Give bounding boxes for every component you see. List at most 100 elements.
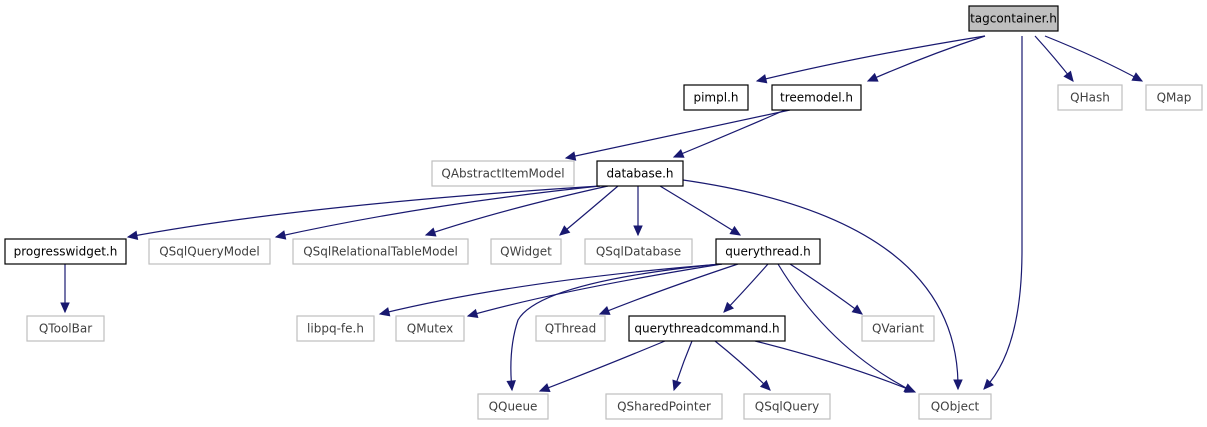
edge-line xyxy=(467,263,723,317)
arrowhead-icon xyxy=(983,378,994,390)
node-label: tagcontainer.h xyxy=(970,12,1057,26)
node-label: QSqlQuery xyxy=(755,400,819,414)
arrowhead-icon xyxy=(866,72,879,82)
nodes-layer: tagcontainer.h pimpl.h treemodel.h QHash QMa… xyxy=(4,5,1203,420)
node-label: QMap xyxy=(1157,91,1192,105)
node-box xyxy=(535,315,606,342)
edge-line xyxy=(756,35,986,82)
node-label: QToolBar xyxy=(39,322,92,336)
node-label: libpq-fe.h xyxy=(307,322,364,336)
node-box xyxy=(4,238,127,265)
edge-querythreadcommand-to-qobject xyxy=(754,340,917,393)
node-database[interactable]: database.h xyxy=(596,160,684,187)
node-querythread[interactable]: querythread.h xyxy=(715,238,821,265)
arrowhead-icon xyxy=(126,230,139,240)
node-tagcontainer[interactable]: tagcontainer.h xyxy=(968,5,1059,32)
arrowhead-icon xyxy=(1131,72,1144,82)
arrowhead-icon xyxy=(759,379,771,391)
node-box xyxy=(296,315,375,342)
node-qabstractitemmodel: QAbstractItemModel xyxy=(431,160,575,187)
node-qsqlquery: QSqlQuery xyxy=(743,393,831,420)
edge-querythread-to-qmutex xyxy=(466,263,723,319)
node-querythreadcommand[interactable]: querythreadcommand.h xyxy=(628,315,786,342)
node-box xyxy=(477,393,549,420)
arrowhead-icon xyxy=(672,148,685,158)
edge-line xyxy=(539,340,666,392)
edge-querythreadcommand-to-qsqlquery xyxy=(714,340,771,391)
edge-database-to-progresswidget xyxy=(126,185,601,240)
node-box xyxy=(605,393,723,420)
edge-line xyxy=(983,36,1023,390)
node-qsqldatabase: QSqlDatabase xyxy=(584,238,693,265)
node-box xyxy=(918,393,992,420)
node-box xyxy=(26,315,105,342)
arrowhead-icon xyxy=(274,230,287,240)
node-qvariant: QVariant xyxy=(861,315,935,342)
node-treemodel[interactable]: treemodel.h xyxy=(771,84,862,111)
edge-querythread-to-qvariant xyxy=(789,263,863,315)
node-box xyxy=(771,84,862,111)
arrowhead-icon xyxy=(60,302,70,314)
edge-line xyxy=(565,109,791,159)
node-box xyxy=(490,238,562,265)
edge-database-to-qsqlrelationaltablemodel xyxy=(424,185,609,237)
edge-line xyxy=(659,185,741,236)
arrowhead-icon xyxy=(506,380,516,392)
node-qhash: QHash xyxy=(1057,84,1123,111)
edge-tagcontainer-to-qobject xyxy=(983,36,1023,390)
edge-line xyxy=(682,179,959,390)
edge-line xyxy=(379,263,723,315)
edge-querythread-to-qthread xyxy=(598,263,739,315)
node-qobject: QObject xyxy=(918,393,992,420)
node-box xyxy=(1057,84,1123,111)
node-label: QSqlQueryModel xyxy=(159,245,260,259)
edge-tagcontainer-to-pimpl xyxy=(755,35,986,84)
arrowhead-icon xyxy=(953,379,963,391)
node-box xyxy=(683,84,749,111)
edge-progresswidget-to-qtoolbar xyxy=(60,264,70,314)
arrowhead-icon xyxy=(672,379,682,392)
node-box xyxy=(743,393,831,420)
node-libpq: libpq-fe.h xyxy=(296,315,375,342)
node-box xyxy=(1145,84,1203,111)
node-label: QSqlRelationalTableModel xyxy=(303,245,458,259)
node-qtoolbar: QToolBar xyxy=(26,315,105,342)
node-label: QMutex xyxy=(407,322,453,336)
node-box xyxy=(431,160,575,187)
edge-querythreadcommand-to-qsharedpointer xyxy=(672,340,693,392)
edge-line xyxy=(425,185,609,236)
node-qmutex: QMutex xyxy=(395,315,465,342)
node-label: QAbstractItemModel xyxy=(441,167,564,181)
edge-querythread-to-libpq xyxy=(378,263,723,317)
edge-querythreadcommand-to-qqueue xyxy=(538,340,666,393)
edge-treemodel-to-database xyxy=(672,109,786,158)
arrowhead-icon xyxy=(424,227,437,237)
arrowhead-icon xyxy=(633,225,643,237)
node-label: QObject xyxy=(931,400,980,414)
edge-line xyxy=(559,185,619,236)
edge-tagcontainer-to-qhash xyxy=(1034,35,1074,82)
node-pimpl[interactable]: pimpl.h xyxy=(683,84,749,111)
arrowhead-icon xyxy=(904,383,917,393)
node-label: QSqlDatabase xyxy=(596,245,681,259)
edge-line xyxy=(510,263,721,391)
arrowhead-icon xyxy=(466,308,479,319)
node-box xyxy=(968,5,1059,32)
arrowhead-icon xyxy=(538,383,551,393)
edge-database-to-qsqldatabase xyxy=(633,186,643,237)
node-box xyxy=(861,315,935,342)
arrowhead-icon xyxy=(755,74,768,84)
node-box xyxy=(584,238,693,265)
node-progresswidget[interactable]: progresswidget.h xyxy=(4,238,127,265)
node-label: QVariant xyxy=(872,322,924,336)
arrowhead-icon xyxy=(564,151,577,161)
node-box xyxy=(395,315,465,342)
edge-querythread-to-querythreadcommand xyxy=(723,263,769,313)
node-label: QThread xyxy=(545,322,596,336)
node-box xyxy=(715,238,821,265)
node-label: QWidget xyxy=(500,245,552,259)
edge-line xyxy=(714,340,771,391)
edge-line xyxy=(723,263,769,313)
edge-tagcontainer-to-treemodel xyxy=(866,35,986,82)
